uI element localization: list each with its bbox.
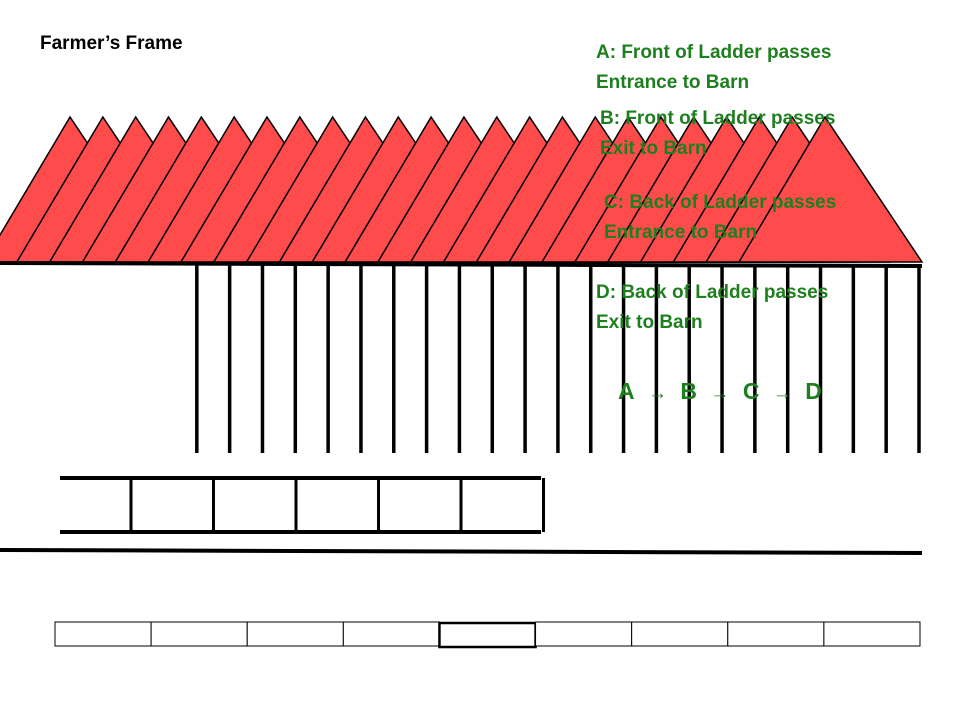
ruler-segment <box>631 621 729 647</box>
barn-walls <box>0 261 923 453</box>
event-a-caption: A: Front of Ladder passes Entrance to Ba… <box>596 38 831 98</box>
ruler-segment <box>150 621 248 647</box>
ruler-segment <box>54 621 152 647</box>
event-b-line2: Exit to Barn <box>600 138 707 159</box>
ruler-segment <box>823 621 921 647</box>
ruler-segment <box>342 621 440 647</box>
diagram-title: Farmer’s Frame <box>40 33 183 54</box>
ruler-segment <box>727 621 825 647</box>
event-sequence: A → B → C → D <box>618 378 822 405</box>
event-a-line1: A: Front of Ladder passes <box>596 42 832 63</box>
event-c-caption: C: Back of Ladder passes Entrance to Bar… <box>604 188 836 248</box>
sequence-step-a: A <box>618 378 635 404</box>
event-b-line1: B: Front of Ladder passes <box>600 108 836 129</box>
sequence-arrow-icon: → <box>772 383 792 404</box>
measuring-ruler <box>54 621 921 649</box>
ruler-segment <box>438 621 537 649</box>
sequence-step-c: C <box>742 378 760 404</box>
event-c-line1: C: Back of Ladder passes <box>604 192 837 213</box>
sequence-arrow-icon: → <box>648 383 668 404</box>
ruler-segment <box>535 621 633 647</box>
ladder <box>60 476 545 534</box>
event-a-line2: Entrance to Barn <box>596 72 750 93</box>
ruler-segment <box>246 621 344 647</box>
barn-roof-frame <box>737 115 924 263</box>
sequence-arrow-icon: → <box>710 383 730 404</box>
barn-roof-frames <box>0 115 924 263</box>
event-b-caption: B: Front of Ladder passes Exit to Barn <box>600 104 835 164</box>
event-d-caption: D: Back of Ladder passes Exit to Barn <box>596 278 828 338</box>
event-c-line2: Entrance to Barn <box>604 222 758 243</box>
sequence-step-b: B <box>680 378 698 404</box>
event-d-line1: D: Back of Ladder passes <box>596 282 829 303</box>
event-d-line2: Exit to Barn <box>596 312 703 333</box>
sequence-step-d: D <box>805 378 822 404</box>
ground-line <box>0 548 923 555</box>
